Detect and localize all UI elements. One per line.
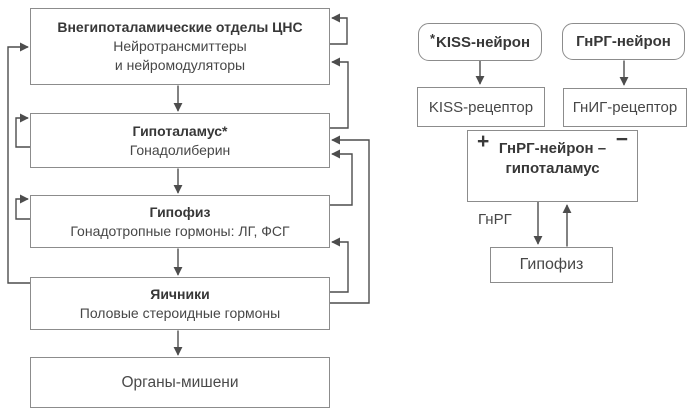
node-text-line: ГнРГ-нейрон –	[498, 140, 607, 157]
node-title: Гипоталамус*	[132, 122, 228, 139]
feedback-ovaries-to-pituitary	[330, 237, 349, 293]
self-loop-cns	[330, 13, 348, 45]
node-target-organs: Органы-мишени	[30, 357, 330, 408]
node-label: KISS-нейрон	[436, 33, 531, 51]
self-loop-hypothalamus	[15, 113, 30, 148]
node-title: ГнРГ-нейрон	[576, 33, 671, 50]
node-gnrh-neuron: ГнРГ-нейрон	[562, 23, 685, 60]
asterisk-mark: *	[429, 30, 436, 46]
node-text-line: Гонадотропные гормоны: ЛГ, ФСГ	[70, 222, 290, 239]
node-text-line: и нейромодуляторы	[114, 57, 246, 73]
feedback-ovaries-to-cns	[7, 42, 30, 284]
node-text-line: Гонадолиберин	[129, 141, 231, 158]
node-text-line: гипоталамус	[505, 160, 600, 177]
node-text-line: Нейротрансмиттеры	[113, 38, 247, 54]
node-title: ГнИГ-рецептор	[572, 99, 678, 116]
node-hypothalamus: Гипоталамус* Гонадолиберин	[30, 113, 330, 168]
node-kiss-neuron: *KISS-нейрон	[418, 23, 542, 61]
node-extrahypothalamic-cns: Внегипоталамические отделы ЦНС Нейротран…	[30, 8, 330, 85]
node-title: *KISS-нейрон	[429, 30, 531, 51]
node-gnrh-neuron-hypothalamus: + − ГнРГ-нейрон – гипоталамус	[467, 128, 638, 202]
node-title: Яичники	[150, 285, 210, 302]
node-text-line: Половые стероидные гормоны	[79, 304, 281, 321]
node-title: Внегипоталамические отделы ЦНС	[57, 19, 303, 35]
node-kiss-receptor: KISS-рецептор	[417, 87, 545, 127]
node-pituitary: Гипофиз Гонадотропные гормоны: ЛГ, ФСГ	[30, 195, 330, 248]
node-gnih-receptor: ГнИГ-рецептор	[563, 88, 687, 127]
feedback-pituitary-to-hypothalamus	[330, 149, 353, 206]
feedback-hypothalamus-to-cns	[330, 57, 349, 129]
node-title: Органы-мишени	[121, 374, 239, 391]
node-pituitary-right: Гипофиз	[490, 247, 613, 283]
feedback-ovaries-to-hypothalamus	[330, 135, 370, 304]
gnrh-arrow-label: ГнРГ	[478, 211, 512, 228]
node-ovaries: Яичники Половые стероидные гормоны	[30, 277, 330, 330]
node-title: KISS-рецептор	[428, 98, 534, 116]
node-title: Гипофиз	[519, 256, 584, 273]
self-loop-pituitary	[15, 194, 30, 220]
node-title: Гипофиз	[149, 203, 211, 220]
plus-sign: +	[477, 130, 490, 153]
minus-sign: −	[615, 128, 628, 151]
